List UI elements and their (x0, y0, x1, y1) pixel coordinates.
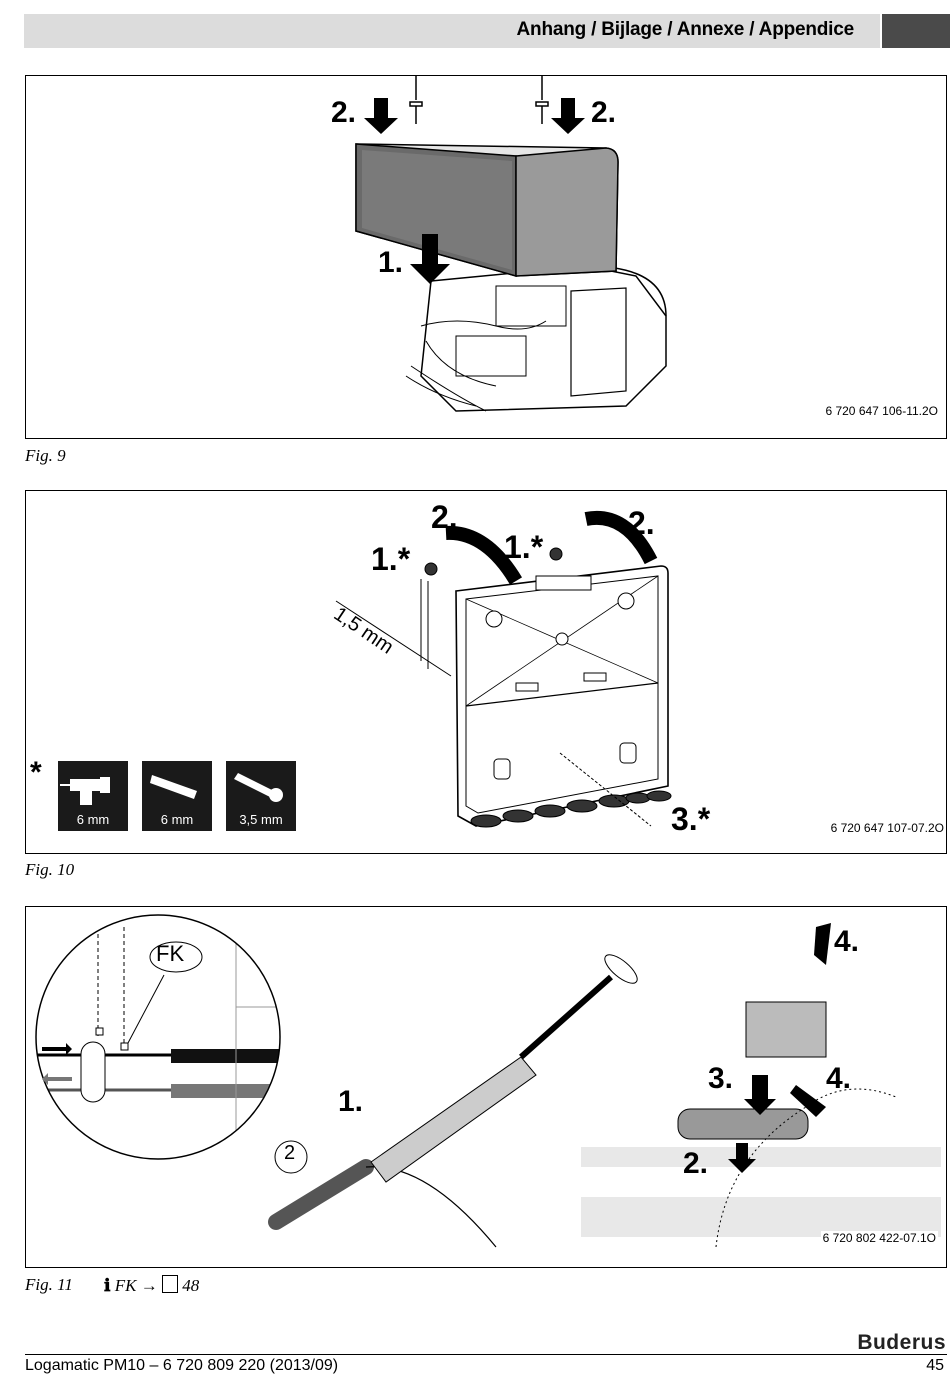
info-icon: ℹ (104, 1276, 111, 1295)
fig10-step-2-right: 2. (628, 505, 655, 541)
header-bar (24, 14, 880, 48)
figure-11: FK 2 1. 2. 3. 4. 4. 6 720 802 422-07.1O (25, 906, 947, 1268)
fig11-reference-page: 48 (182, 1276, 200, 1295)
fig11-label-fk: FK (156, 941, 185, 966)
figure-9: 2. 2. 1. 6 720 647 106-11.2O (25, 75, 947, 439)
footer-document-id: Logamatic PM10 – 6 720 809 220 (2013/09) (25, 1357, 339, 1374)
fig11-reference-label: FK (114, 1276, 137, 1295)
fig11-code: 6 720 802 422-07.1O (820, 1231, 938, 1245)
fig10-illustration (335, 510, 672, 828)
tool-label-plug: 6 mm (160, 812, 194, 827)
arrow-right-icon: → (140, 1276, 158, 1295)
tool-label-screw: 3,5 mm (239, 812, 283, 827)
drill-icon: 6 mm (58, 761, 128, 831)
fig9-step-2-right: 2. (591, 96, 617, 129)
fig10-caption: Fig. 10 (25, 860, 75, 879)
arrow-marks (364, 98, 585, 284)
fig9-caption: Fig. 9 (25, 446, 66, 465)
screw-icon: 3,5 mm (226, 761, 296, 831)
fig11-step-1: 1. (338, 1085, 364, 1118)
fig10-step-1-left: 1.* (371, 541, 411, 577)
fig11-step-4-right: 4. (826, 1062, 852, 1095)
fig10-code: 6 720 647 107-07.2O (830, 821, 944, 835)
fig9-step-1: 1. (378, 246, 404, 279)
wall-plug-icon: 6 mm (142, 761, 212, 831)
fig9-code: 6 720 647 106-11.2O (825, 404, 938, 418)
fig9-step-2-left: 2. (331, 96, 357, 129)
footer-divider (25, 1354, 947, 1355)
tool-label-drill: 6 mm (76, 812, 110, 827)
fig11-step-2: 2. (683, 1147, 709, 1180)
brand-logo: Buderus (857, 1331, 946, 1354)
page-header-title: Anhang / Bijlage / Annexe / Appendice (516, 19, 855, 40)
fig11-step-3: 3. (708, 1062, 734, 1095)
fig11-reference: ℹ FK → 48 (104, 1275, 199, 1296)
document-page-icon (161, 1275, 178, 1293)
fig10-step-1-right: 1.* (504, 529, 544, 565)
fig10-step-3: 3.* (671, 801, 711, 837)
fig11-step-4-top: 4. (834, 925, 860, 958)
header-tab-block (882, 14, 950, 48)
fig10-asterisk: * (30, 756, 42, 789)
fig9-illustration (355, 76, 667, 412)
fig11-caption: Fig. 11 (25, 1275, 73, 1294)
fig11-illustration (35, 914, 941, 1248)
fig11-label-2: 2 (284, 1142, 296, 1164)
fig10-step-2-left: 2. (431, 499, 458, 535)
footer-page-number: 45 (926, 1357, 944, 1374)
figure-10: 2. 2. 1.* 1.* 3.* 1,5 mm * 6 mm 6 mm 3,5… (25, 490, 947, 854)
